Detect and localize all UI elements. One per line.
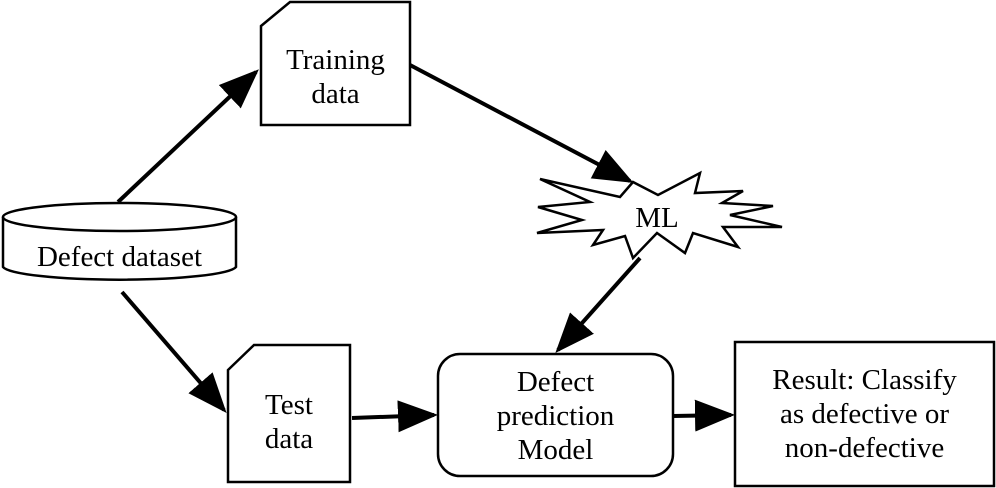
dataset-cylinder	[1, 201, 238, 281]
training-label: Training data	[261, 40, 410, 114]
result-label: Result: Classify as defective or non-def…	[735, 360, 994, 468]
model-line-3: Model	[517, 434, 594, 466]
result-line-2: as defective or	[779, 398, 950, 430]
arrow-dataset-to-test	[120, 290, 227, 414]
arrow-training-to-ml	[409, 63, 634, 183]
result-shape	[733, 340, 996, 488]
training-line-1: Training	[286, 44, 385, 76]
model-line-1: Defect	[516, 366, 595, 398]
result-line-1: Result: Classify	[772, 364, 957, 396]
arrow-dataset-to-training	[116, 69, 259, 204]
dataset-text: Defect dataset	[36, 241, 203, 273]
test-label: Test data	[228, 385, 350, 459]
dataset-label: Defect dataset	[3, 232, 236, 282]
test-data-shape	[226, 343, 352, 484]
result-line-3: non-defective	[784, 432, 945, 464]
arrow-ml-to-model	[555, 256, 642, 353]
ml-label: ML	[617, 198, 697, 238]
test-line-2: data	[264, 423, 314, 455]
model-label: Defect prediction Model	[438, 362, 673, 470]
ml-text: ML	[635, 202, 679, 234]
arrow-test-to-model	[351, 400, 438, 433]
model-line-2: prediction	[496, 400, 615, 432]
training-line-2: data	[311, 78, 360, 110]
test-line-1: Test	[265, 389, 313, 421]
training-data-shape	[259, 0, 412, 127]
arrow-model-to-result	[672, 399, 735, 432]
ml-starburst	[536, 170, 783, 261]
